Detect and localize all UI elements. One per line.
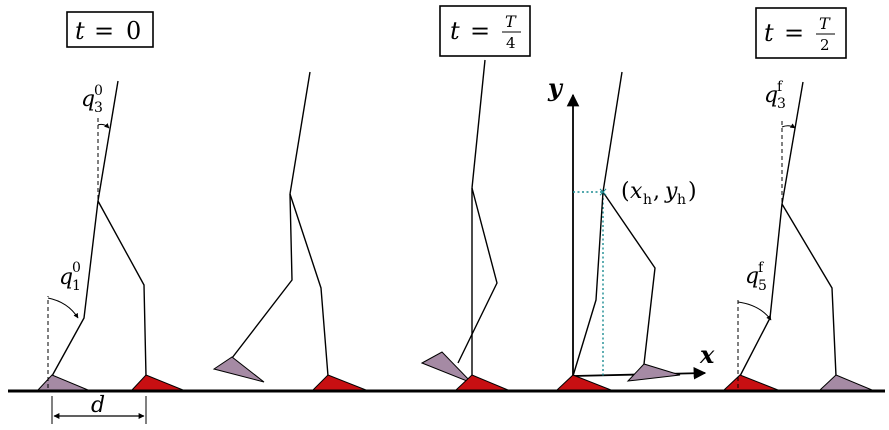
foot-red-2 <box>311 374 367 391</box>
stance-leg-4 <box>572 191 604 377</box>
time-label-t0: t = 0 <box>66 11 154 48</box>
label-q1-initial: q 0 1 <box>59 260 81 294</box>
label-q3-final: q f 3 <box>764 79 786 112</box>
walker-t0 <box>36 80 184 391</box>
foot-purple-t0 <box>36 374 89 391</box>
swing-leg-th <box>781 203 837 377</box>
q3-initial-base: q <box>81 87 95 112</box>
x-axis-label: x <box>699 340 715 369</box>
hip-position-label: ( x h , y h ) <box>621 179 697 208</box>
step-length-dimension: d <box>51 393 147 424</box>
torso-t0 <box>97 80 119 202</box>
hip-x-sub: h <box>643 192 652 208</box>
time-th-den: 2 <box>820 36 830 54</box>
q3-final-sup: f <box>777 79 784 95</box>
q3-final-base: q <box>764 83 778 108</box>
time-box-t-half <box>755 7 847 59</box>
hip-x: x <box>630 179 643 204</box>
step-length-label: d <box>91 393 105 418</box>
time-t0-lhs: t <box>75 17 85 45</box>
walker-t-quarter <box>420 59 509 391</box>
time-t0-eq: = <box>94 17 114 45</box>
torso-th <box>781 81 804 205</box>
time-th-eq: = <box>784 19 804 47</box>
foot-red-t0 <box>130 374 184 391</box>
leg-b-2 <box>231 193 293 359</box>
hip-guide-dotted <box>573 191 604 376</box>
foot-purple-4 <box>626 363 681 382</box>
hip-comma: , <box>653 179 660 204</box>
stance-leg-t0 <box>51 200 99 377</box>
y-axis-label: y <box>547 73 564 102</box>
walker-2 <box>212 71 367 391</box>
time-box-t0 <box>66 11 154 48</box>
time-tq-num: T <box>505 12 517 31</box>
time-th-lhs: t <box>764 19 774 47</box>
q5-final-sub: 5 <box>758 278 767 294</box>
q1-initial-base: q <box>59 265 73 290</box>
time-tq-lhs: t <box>450 17 460 45</box>
q1-angle-arc-t0 <box>47 297 79 319</box>
foot-red-tq <box>454 374 509 391</box>
q5-final-base: q <box>745 264 759 289</box>
torso-tq <box>471 59 486 189</box>
hip-marker-icon: × <box>598 185 608 199</box>
time-label-t-half: t = T 2 <box>755 7 847 59</box>
time-tq-eq: = <box>470 17 490 45</box>
q1-initial-sub: 1 <box>72 278 81 294</box>
foot-purple-th <box>818 374 873 391</box>
q5-final-sup: f <box>758 260 765 276</box>
label-q5-final: q f 5 <box>745 260 767 294</box>
time-box-t-quarter <box>439 5 531 57</box>
q1-initial-sup: 0 <box>72 260 81 276</box>
swing-leg-4 <box>602 191 656 365</box>
time-tq-den: 4 <box>506 34 516 52</box>
walker-axes: × <box>555 71 707 391</box>
walker-t-half <box>722 81 873 391</box>
time-th-num: T <box>819 14 831 33</box>
hip-y-sub: h <box>677 192 686 208</box>
torso-4 <box>602 71 623 193</box>
foot-red-4 <box>555 374 612 391</box>
foot-purple-tq <box>420 351 473 384</box>
time-label-t-quarter: t = T 4 <box>439 5 531 57</box>
q3f-angle-arc <box>781 123 796 129</box>
leg-a-2 <box>289 193 329 377</box>
label-q3-initial: q 0 3 <box>81 83 103 116</box>
foot-red-th <box>722 374 779 391</box>
q3-final-sub: 3 <box>777 96 786 112</box>
swing-leg-t0 <box>97 200 147 377</box>
q3-initial-sub: 3 <box>94 100 103 116</box>
q5f-angle-arc <box>737 301 772 321</box>
time-t0-rhs: 0 <box>126 17 141 45</box>
torso-2 <box>289 71 311 195</box>
q3-initial-sup: 0 <box>94 83 103 99</box>
leg-a-tq <box>457 187 498 364</box>
foot-purple-2 <box>212 356 265 383</box>
q3-angle-arc-t0 <box>97 123 110 129</box>
hip-close-paren: ) <box>688 179 697 204</box>
hip-y: y <box>664 179 678 204</box>
hip-open-paren: ( <box>621 179 630 204</box>
